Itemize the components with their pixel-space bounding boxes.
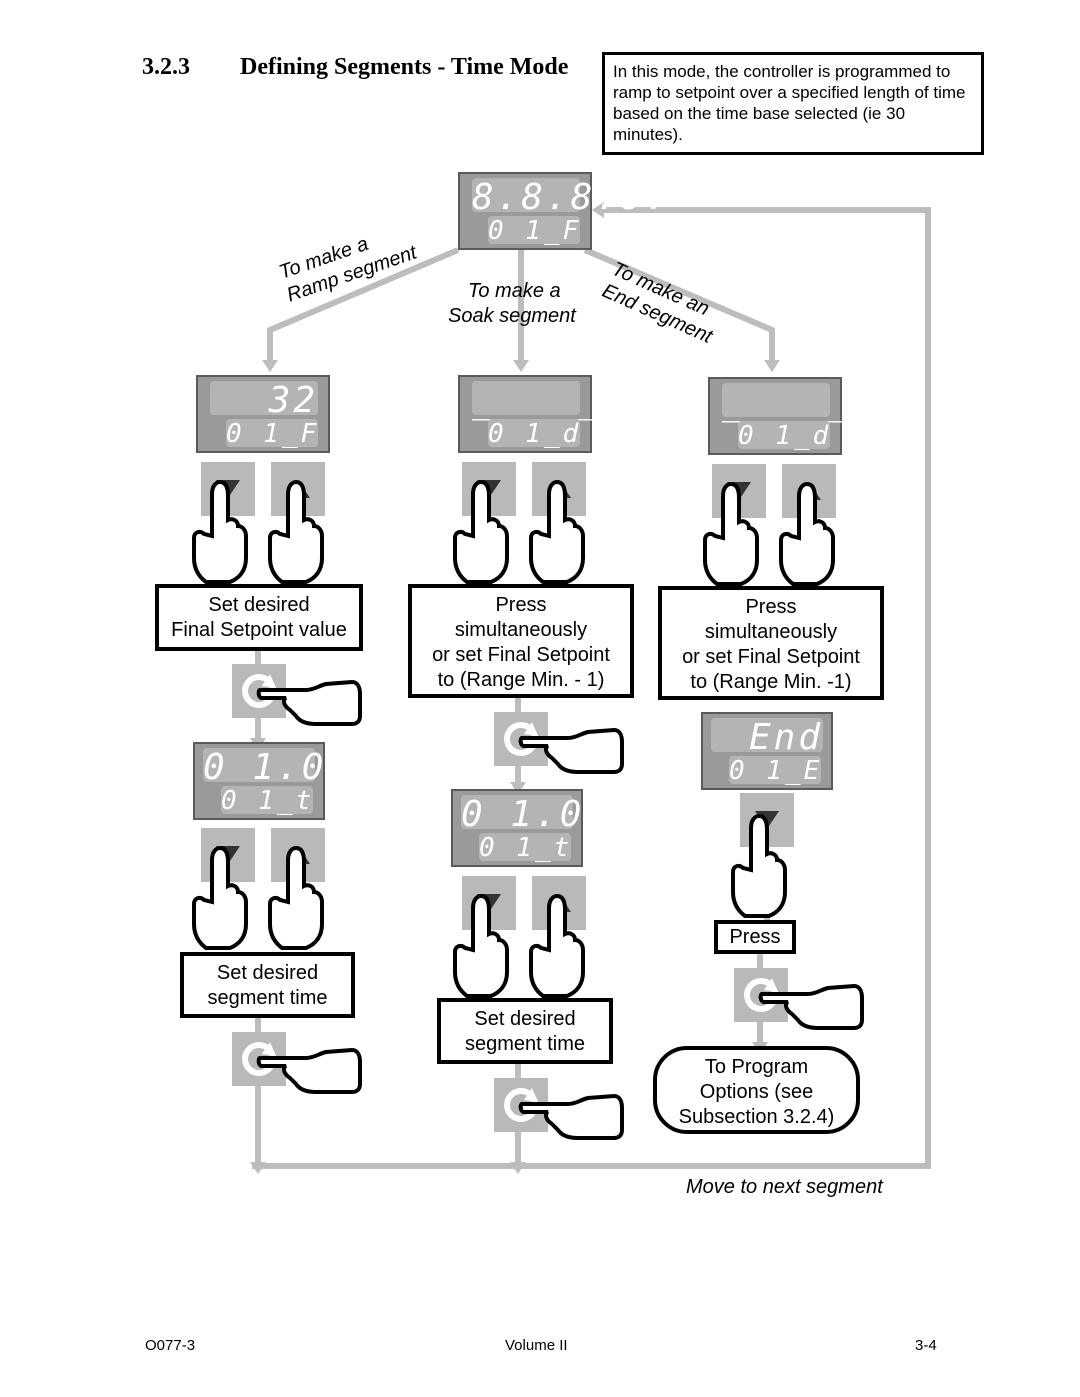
controller-display-soak-setpoint: _ _ _ _ 0 1_d xyxy=(458,375,645,453)
section-number: 3.2.3 xyxy=(142,54,190,80)
display-upper-readout: 8.8.8.8. xyxy=(472,177,670,218)
finger-pointer-icon xyxy=(453,479,509,584)
finger-pointer-icon xyxy=(453,893,509,998)
instruction-press: Press xyxy=(714,920,796,954)
footer-volume: Volume II xyxy=(505,1337,568,1354)
display-upper-readout: _ _ _ _ xyxy=(472,380,645,421)
controller-display-soak-time: 0 1.00 0 1_t xyxy=(451,789,610,867)
mode-description-note: In this mode, the controller is programm… xyxy=(602,52,984,155)
finger-pointer-icon xyxy=(192,845,248,950)
display-upper-readout: End xyxy=(711,718,823,758)
finger-pointer-icon xyxy=(779,481,835,586)
display-upper-readout: 32 xyxy=(210,381,318,421)
controller-display-end-setpoint: _ _ _ _ 0 1_d xyxy=(708,377,895,455)
instruction-set-segment-time: Set desired segment time xyxy=(180,952,355,1018)
footer-page-number: 3-4 xyxy=(915,1337,937,1354)
display-upper-readout: 0 1.00 xyxy=(461,794,610,835)
instruction-press-simultaneously-end: Press simultaneously or set Final Setpoi… xyxy=(658,586,884,700)
instruction-set-segment-time: Set desired segment time xyxy=(437,998,613,1064)
move-next-label: Move to next segment xyxy=(686,1176,883,1198)
section-title: Defining Segments - Time Mode xyxy=(240,54,569,80)
finger-pointer-icon xyxy=(518,1093,624,1140)
finger-pointer-icon xyxy=(268,479,324,584)
display-lower-readout: 0 1_E xyxy=(729,756,823,786)
display-lower-readout: 0 1_F xyxy=(488,216,582,246)
display-upper-readout: _ _ _ _ xyxy=(722,382,895,423)
finger-pointer-icon xyxy=(529,479,585,584)
controller-display-start: 8.8.8.8. 0 1_F xyxy=(458,172,670,250)
controller-display-end: End 0 1_E xyxy=(701,712,833,790)
program-options-link[interactable]: To Program Options (see Subsection 3.2.4… xyxy=(653,1046,860,1134)
display-lower-readout: 0 1_t xyxy=(479,833,573,863)
instruction-press-simultaneously-soak: Press simultaneously or set Final Setpoi… xyxy=(408,584,634,698)
controller-display-ramp-setpoint: 32 0 1_F xyxy=(196,375,330,453)
finger-pointer-icon xyxy=(256,1047,362,1094)
controller-display-ramp-time: 0 1.00 0 1_t xyxy=(193,742,352,820)
display-upper-readout: 0 1.00 xyxy=(203,747,352,788)
finger-pointer-icon xyxy=(731,813,787,918)
display-lower-readout: 0 1_F xyxy=(226,419,320,449)
display-lower-readout: 0 1_d xyxy=(488,419,582,449)
branch-label-soak-line2: Soak segment xyxy=(448,305,576,327)
footer-doc-id: O077-3 xyxy=(145,1337,196,1354)
display-lower-readout: 0 1_t xyxy=(221,786,315,816)
finger-pointer-icon xyxy=(703,481,759,586)
instruction-set-final-setpoint: Set desired Final Setpoint value xyxy=(155,584,363,651)
finger-pointer-icon xyxy=(192,479,248,584)
finger-pointer-icon xyxy=(518,727,624,774)
finger-pointer-icon xyxy=(758,983,864,1030)
finger-pointer-icon xyxy=(268,845,324,950)
branch-label-soak-line1: To make a xyxy=(468,280,561,302)
display-lower-readout: 0 1_d xyxy=(738,421,832,451)
finger-pointer-icon xyxy=(529,893,585,998)
finger-pointer-icon xyxy=(256,679,362,726)
